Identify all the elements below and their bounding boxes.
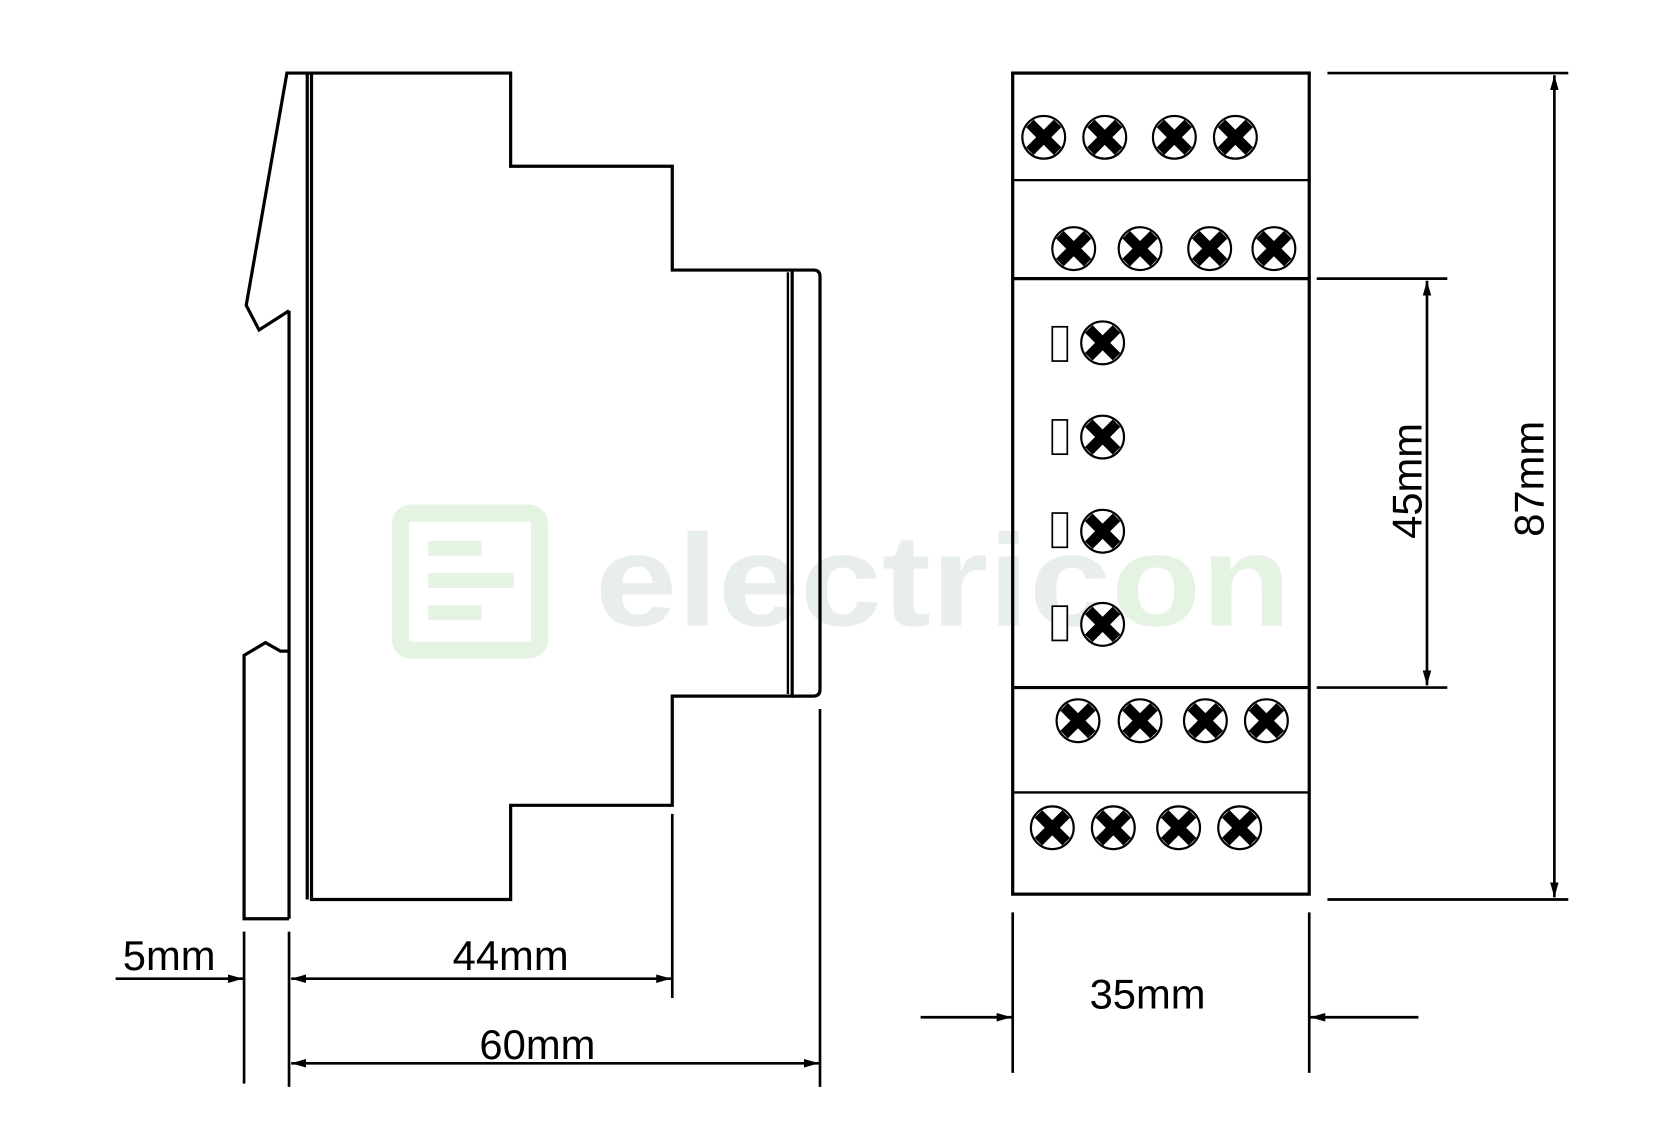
dimension-label-35mm: 35mm <box>1090 971 1206 1018</box>
dimension-label-44mm: 44mm <box>453 932 569 979</box>
terminal-screw-icon <box>1184 699 1227 742</box>
dimension-label-45mm: 45mm <box>1384 423 1431 539</box>
terminal-screw-icon <box>1153 116 1196 159</box>
dimension-label-5mm: 5mm <box>123 932 216 979</box>
terminal-screw-icon <box>1218 806 1261 849</box>
terminal-row-2 <box>1052 227 1295 270</box>
watermark-text-main: electric <box>595 507 1111 653</box>
brand-logo-icon <box>391 504 549 659</box>
terminal-screw-icon <box>1092 806 1135 849</box>
led-indicator-icon <box>1051 325 1069 362</box>
terminal-screw-icon <box>1245 699 1288 742</box>
terminal-screw-icon <box>1214 116 1257 159</box>
adjust-screw-icon <box>1081 603 1124 646</box>
led-indicator-icon <box>1051 419 1069 456</box>
front-panel-controls <box>1051 321 1124 646</box>
din-clip-bottom <box>242 640 290 921</box>
adjust-screw-icon <box>1081 510 1124 553</box>
terminal-screw-icon <box>1057 699 1100 742</box>
front-cover <box>792 268 822 698</box>
terminal-row-3 <box>1057 699 1288 742</box>
din-clip-top <box>244 71 311 333</box>
terminal-row-4 <box>1031 806 1261 849</box>
front-housing <box>1011 71 1311 896</box>
led-indicator-icon <box>1051 512 1069 549</box>
terminal-screw-icon <box>1157 806 1200 849</box>
terminal-screw-icon <box>1252 227 1295 270</box>
terminal-screw-icon <box>1119 227 1162 270</box>
housing-profile <box>309 71 794 902</box>
terminal-screw-icon <box>1083 116 1126 159</box>
terminal-screw-icon <box>1188 227 1231 270</box>
terminal-screw-icon <box>1052 227 1095 270</box>
terminal-screw-icon <box>1119 699 1162 742</box>
watermark-text-accent: on <box>1111 507 1291 653</box>
terminal-row-1 <box>1022 116 1256 159</box>
side-view: 5mm 44mm 60mm <box>115 71 822 1087</box>
adjust-screw-icon <box>1081 321 1124 364</box>
dimension-label-87mm: 87mm <box>1506 421 1553 537</box>
led-indicator-icon <box>1051 605 1069 642</box>
terminal-screw-icon <box>1022 116 1065 159</box>
adjust-screw-icon <box>1081 416 1124 459</box>
dimension-label-60mm: 60mm <box>479 1021 595 1068</box>
front-view: 35mm 45mm 87mm <box>920 71 1569 1073</box>
terminal-screw-icon <box>1031 806 1074 849</box>
